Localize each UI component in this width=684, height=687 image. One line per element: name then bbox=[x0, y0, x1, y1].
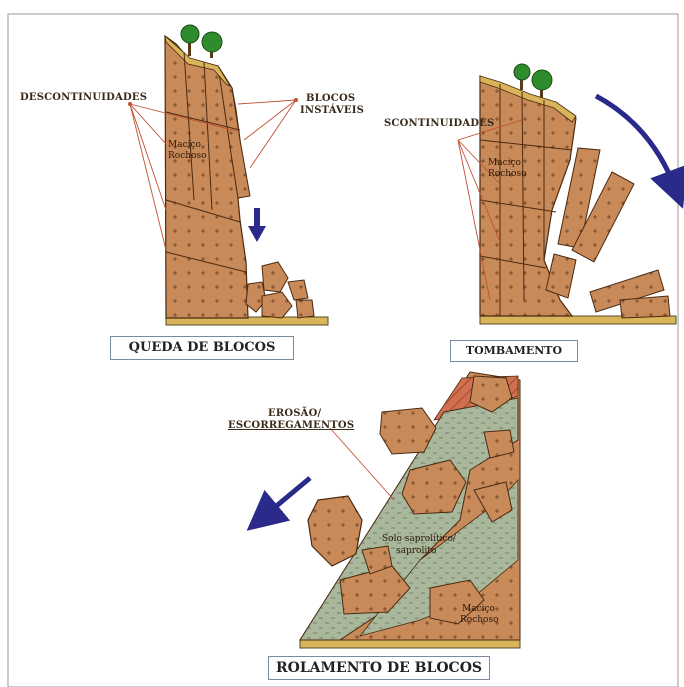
down-arrow-icon bbox=[248, 208, 266, 242]
fallen-blocks bbox=[246, 262, 314, 318]
caption-rolamento-de-blocos: ROLAMENTO DE BLOCOS bbox=[268, 656, 490, 680]
label-instaveis: INSTÁVEIS bbox=[300, 105, 364, 116]
label-descontinuidades-2: SCONTINUIDADES bbox=[384, 118, 494, 129]
curved-arrow-icon bbox=[596, 96, 676, 190]
panel-queda-de-blocos bbox=[128, 25, 328, 325]
panel-tombamento bbox=[458, 64, 676, 324]
label-escorregamentos: ESCORREGAMENTOS bbox=[228, 420, 354, 431]
label-erosao: EROSÃO/ bbox=[268, 408, 321, 419]
label-macico-2: Maciço bbox=[488, 158, 521, 169]
label-macico-3: Maciço bbox=[462, 604, 495, 615]
label-rochoso-3: Rochoso bbox=[460, 615, 499, 626]
label-blocos: BLOCOS bbox=[306, 93, 355, 104]
label-rochoso-1: Rochoso bbox=[168, 151, 207, 162]
label-rochoso-2: Rochoso bbox=[488, 169, 527, 180]
tree-icon bbox=[181, 25, 222, 58]
caption-tombamento: TOMBAMENTO bbox=[450, 340, 578, 362]
label-descontinuidades: DESCONTINUIDADES bbox=[20, 92, 147, 103]
rolling-boulder bbox=[308, 496, 362, 566]
down-left-arrow-icon bbox=[262, 478, 310, 518]
ground-base bbox=[300, 640, 520, 648]
label-solo-saprolitico: Solo saprolítico/ bbox=[382, 534, 456, 545]
caption-queda-de-blocos: QUEDA DE BLOCOS bbox=[110, 336, 294, 360]
label-saprolito: saprolito bbox=[396, 546, 436, 557]
label-macico-1: Maciço bbox=[168, 140, 201, 151]
